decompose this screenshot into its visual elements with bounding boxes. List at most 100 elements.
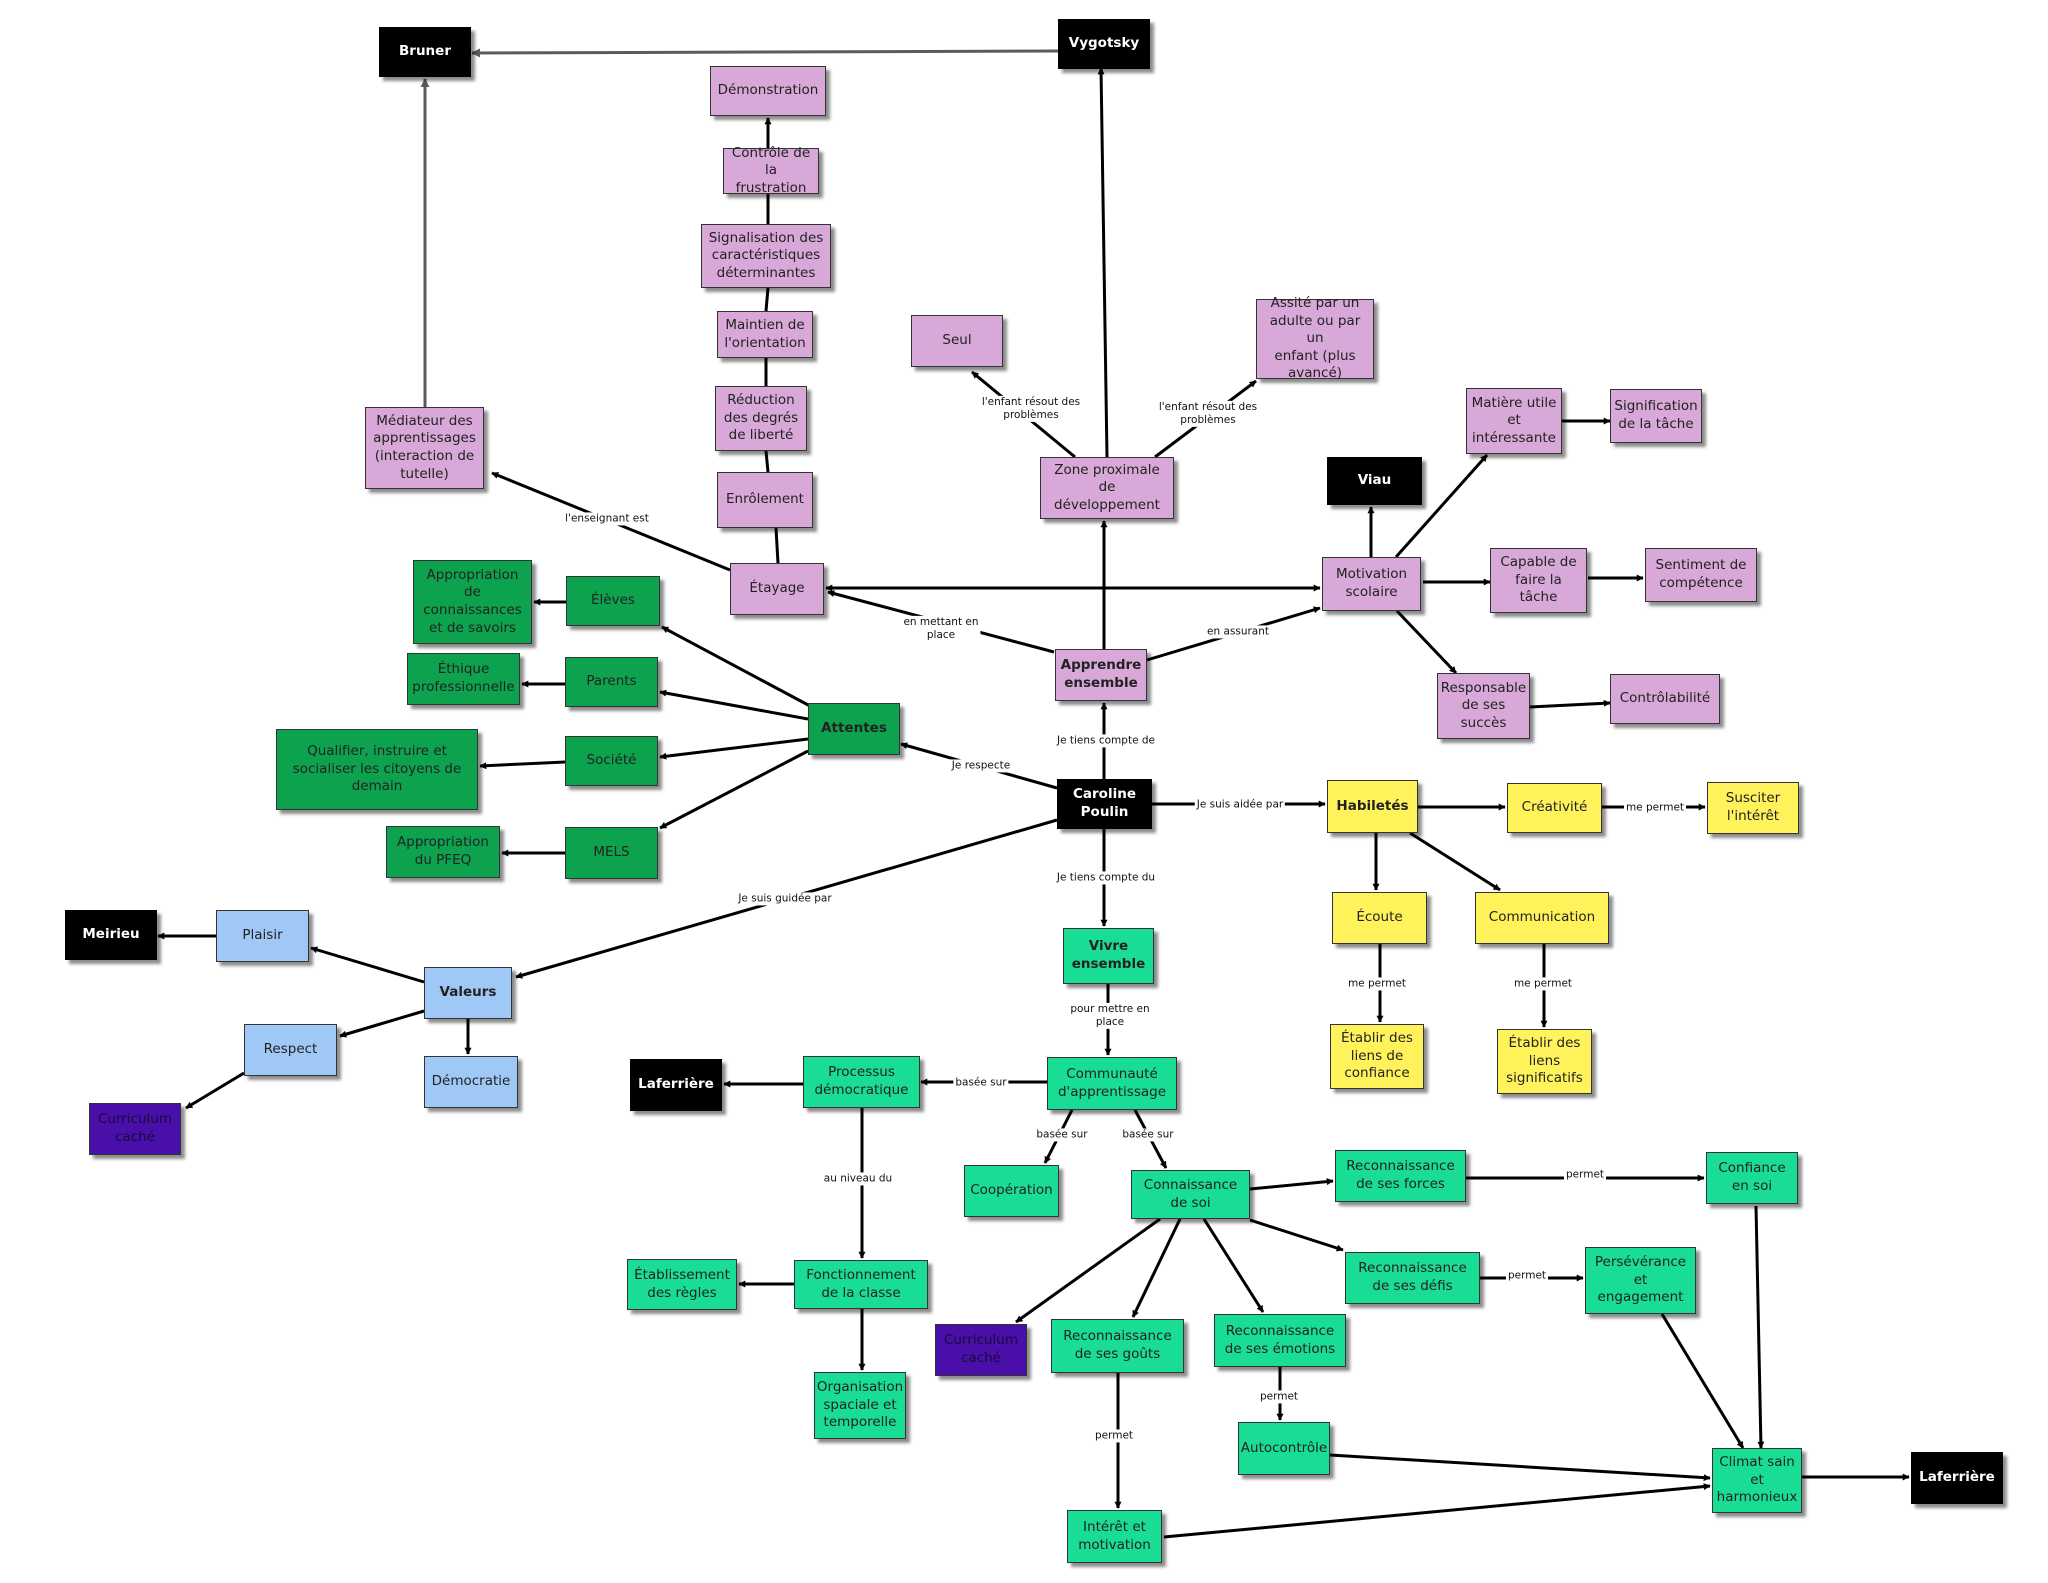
label-me-permet-3: me permet <box>1511 977 1575 991</box>
node-mels[interactable]: MELS <box>565 827 658 879</box>
edge-perseverance-climat <box>1660 1313 1745 1449</box>
node-demonstration[interactable]: Démonstration <box>710 66 826 116</box>
node-parents[interactable]: Parents <box>565 657 658 707</box>
edge-attentes-societe <box>659 737 809 760</box>
node-mediateur[interactable]: Médiateur des apprentissages (interactio… <box>365 407 484 489</box>
node-liens-confiance[interactable]: Établir des liens de confiance <box>1330 1024 1424 1089</box>
node-processus-democratique[interactable]: Processus démocratique <box>803 1056 920 1108</box>
label-je-respecte: Je respecte <box>949 759 1013 773</box>
edge-connaissance-forces <box>1249 1178 1334 1191</box>
edge-zpd-vygotsky <box>1097 67 1109 458</box>
edge-connaissance-curriculum <box>1015 1217 1161 1324</box>
label-tiens-compte-du: Je tiens compte du <box>1054 871 1158 885</box>
node-confiance-soi[interactable]: Confiance en soi <box>1706 1152 1798 1204</box>
edge-motivation-matiere <box>1394 454 1489 558</box>
node-societe[interactable]: Société <box>565 736 658 786</box>
edge-connaissance-defis <box>1249 1218 1344 1252</box>
edge-connaissance-gouts <box>1131 1218 1182 1318</box>
label-enseignant-est: l'enseignant est <box>563 512 651 526</box>
node-reco-defis[interactable]: Reconnaissance de ses défis <box>1345 1252 1480 1304</box>
node-signification-tache[interactable]: Signification de la tâche <box>1610 389 1702 443</box>
node-controlabilite[interactable]: Contrôlabilité <box>1610 674 1720 724</box>
node-apprendre-ensemble[interactable]: Apprendre ensemble <box>1055 649 1147 701</box>
node-assiste[interactable]: Assité par un adulte ou par un enfant (p… <box>1256 295 1374 381</box>
node-sentiment-competence[interactable]: Sentiment de compétence <box>1645 548 1757 602</box>
node-bruner[interactable]: Bruner <box>379 27 471 77</box>
node-reco-gouts[interactable]: Reconnaissance de ses goûts <box>1051 1319 1184 1373</box>
node-capable-faire[interactable]: Capable de faire la tâche <box>1490 548 1587 613</box>
node-laferriere-1[interactable]: Laferrière <box>630 1059 722 1111</box>
node-enrolement[interactable]: Enrôlement <box>717 472 813 528</box>
label-pour-mettre: pour mettre en place <box>1068 1002 1152 1030</box>
node-qualifier[interactable]: Qualifier, instruire et socialiser les c… <box>276 729 478 810</box>
label-basee-sur-3: basée sur <box>1120 1128 1176 1142</box>
edge-interet-climat <box>1163 1483 1711 1539</box>
label-enfant-seul: l'enfant résout des problèmes <box>979 395 1083 423</box>
node-vivre-ensemble[interactable]: Vivre ensemble <box>1063 928 1154 984</box>
edge-responsable-controlabilite <box>1529 699 1611 709</box>
node-laferriere-2[interactable]: Laferrière <box>1911 1452 2003 1504</box>
node-cooperation[interactable]: Coopération <box>964 1165 1059 1217</box>
node-habiletes[interactable]: Habiletés <box>1327 780 1418 833</box>
node-susciter[interactable]: Susciter l'intérêt <box>1707 782 1799 834</box>
node-communaute[interactable]: Communauté d'apprentissage <box>1047 1057 1177 1110</box>
edge-habiletes-communication <box>1409 831 1501 892</box>
node-ecoute[interactable]: Écoute <box>1332 892 1427 944</box>
node-matiere-utile[interactable]: Matière utile et intéressante <box>1466 388 1562 454</box>
label-permet-1: permet <box>1563 1168 1607 1182</box>
node-curriculum-cache-2[interactable]: Curriculum caché <box>935 1324 1027 1376</box>
label-me-permet-1: me permet <box>1623 801 1687 815</box>
node-liens-significatifs[interactable]: Établir des liens significatifs <box>1497 1029 1592 1094</box>
edge-valeurs-respect <box>339 1009 425 1038</box>
node-appropriation-savoirs[interactable]: Appropriation de connaissances et de sav… <box>413 560 532 644</box>
node-curriculum-cache-1[interactable]: Curriculum caché <box>89 1103 181 1155</box>
label-permet-3: permet <box>1257 1390 1301 1404</box>
edge-chain-2 <box>764 287 770 312</box>
node-responsable-succes[interactable]: Responsable de ses succès <box>1437 673 1530 739</box>
node-appropriation-pfeq[interactable]: Appropriation du PFEQ <box>386 826 500 878</box>
label-basee-sur-2: basée sur <box>1034 1128 1090 1142</box>
edge-attentes-mels <box>659 749 809 830</box>
node-climat[interactable]: Climat sain et harmonieux <box>1712 1448 1802 1513</box>
node-caroline[interactable]: Caroline Poulin <box>1057 779 1152 829</box>
label-basee-sur-1: basée sur <box>953 1076 1009 1090</box>
edge-autocontrole-climat <box>1329 1453 1711 1482</box>
node-viau[interactable]: Viau <box>1327 457 1422 505</box>
node-reco-forces[interactable]: Reconnaissance de ses forces <box>1335 1150 1466 1202</box>
node-fonctionnement-classe[interactable]: Fonctionnement de la classe <box>794 1260 928 1309</box>
node-respect[interactable]: Respect <box>244 1024 337 1076</box>
node-eleves[interactable]: Élèves <box>566 576 660 626</box>
node-plaisir[interactable]: Plaisir <box>216 910 309 962</box>
node-ethique[interactable]: Éthique professionnelle <box>407 653 520 705</box>
node-democratie[interactable]: Démocratie <box>424 1056 518 1108</box>
node-connaissance-soi[interactable]: Connaissance de soi <box>1131 1170 1250 1219</box>
label-tiens-compte-de: Je tiens compte de <box>1055 734 1157 748</box>
node-autocontrole[interactable]: Autocontrôle <box>1238 1422 1330 1475</box>
node-valeurs[interactable]: Valeurs <box>424 967 512 1019</box>
node-zpd[interactable]: Zone proximale de développement <box>1040 457 1174 519</box>
node-etayage[interactable]: Étayage <box>730 563 824 615</box>
edge-connaissance-emotions <box>1202 1218 1265 1313</box>
node-vygotsky[interactable]: Vygotsky <box>1058 19 1150 69</box>
node-motivation-scolaire[interactable]: Motivation scolaire <box>1322 557 1421 611</box>
node-reco-emotions[interactable]: Reconnaissance de ses émotions <box>1214 1314 1346 1367</box>
node-meirieu[interactable]: Meirieu <box>65 910 157 960</box>
node-attentes[interactable]: Attentes <box>808 703 900 755</box>
label-aidee-par: Je suis aidée par <box>1194 798 1286 812</box>
edge-confiance-climat <box>1754 1205 1765 1449</box>
node-creativite[interactable]: Créativité <box>1507 783 1602 833</box>
node-interet-motivation[interactable]: Intérêt et motivation <box>1067 1510 1162 1563</box>
node-controle-frustration[interactable]: Contrôle de la frustration <box>723 145 819 196</box>
edge-societe-qualifier <box>479 760 566 770</box>
node-seul[interactable]: Seul <box>911 315 1003 367</box>
edge-chain-5 <box>774 527 780 564</box>
node-perseverance[interactable]: Persévérance et engagement <box>1585 1247 1696 1314</box>
label-permet-4: permet <box>1092 1429 1136 1443</box>
node-organisation[interactable]: Organisation spaciale et temporelle <box>814 1372 906 1439</box>
node-signalisation[interactable]: Signalisation des caractéristiques déter… <box>701 224 831 288</box>
node-reduction-degres[interactable]: Réduction des degrés de liberté <box>715 386 807 451</box>
node-maintien-orientation[interactable]: Maintien de l'orientation <box>717 311 813 358</box>
node-etablissement-regles[interactable]: Établissement des règles <box>627 1259 737 1310</box>
node-communication[interactable]: Communication <box>1475 892 1609 944</box>
